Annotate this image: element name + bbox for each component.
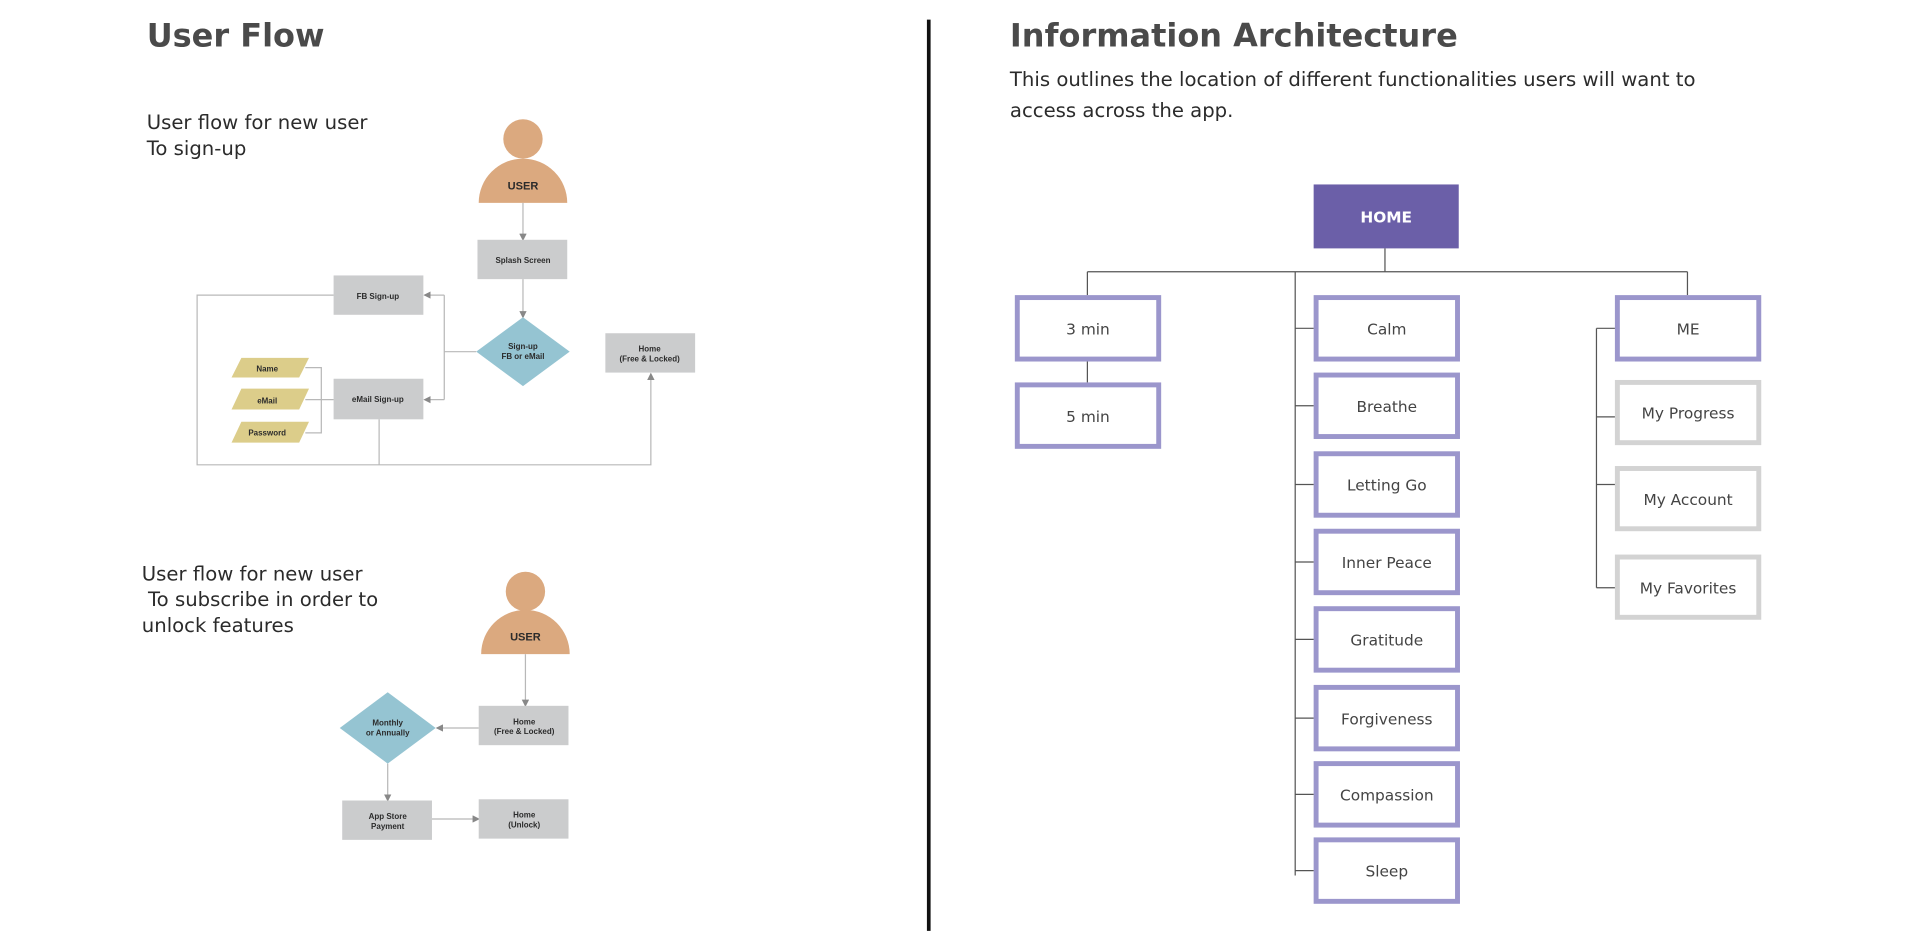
app-store-payment-box (342, 800, 432, 840)
password-input-shape (231, 421, 310, 443)
flow2-caption-2: To subscribe in order to (142, 588, 378, 611)
signup-decision-diamond (476, 317, 570, 387)
fb-signup-box (333, 275, 424, 315)
name-label: Name (256, 364, 278, 373)
middle-7-node (1313, 837, 1460, 904)
home-free-box (605, 333, 696, 373)
fb-signup-label: FB Sign-up (357, 292, 400, 301)
middle-1-node (1313, 372, 1460, 439)
home-label-2: (Free & Locked) (619, 355, 680, 364)
flow1-caption-1: User flow for new user (147, 111, 369, 134)
user-icon (478, 119, 568, 203)
middle-6-label: Compassion (1340, 787, 1434, 805)
me-item-1-label: My Account (1643, 491, 1732, 509)
payment-label-1: App Store (369, 812, 408, 821)
subscribe-flow: User flow for new user To subscribe in o… (142, 562, 570, 840)
middle-5-node (1313, 684, 1460, 752)
middle-4-node (1313, 606, 1460, 673)
me-item-2-node (1614, 554, 1762, 620)
payment-label-2: Payment (371, 822, 405, 831)
middle-3-label: Inner Peace (1342, 554, 1432, 572)
email-input-shape (231, 388, 310, 410)
user-flow-title: User Flow (147, 17, 325, 55)
splash-screen-box (477, 239, 568, 280)
user-icon (481, 571, 570, 655)
decision-label-1: Sign-up (508, 342, 538, 351)
user-label: USER (508, 180, 539, 192)
home-label-1: Home (513, 717, 536, 726)
decision-label-1: Monthly (372, 718, 403, 727)
ia-description-2: access across the app. (1010, 99, 1233, 122)
ia-title: Information Architecture (1010, 17, 1458, 55)
left-1-node (1014, 382, 1162, 449)
left-0-label: 3 min (1066, 320, 1110, 338)
name-input-shape (231, 357, 310, 378)
home-node (1313, 184, 1459, 249)
decision-label-2: or Annually (366, 728, 410, 737)
middle-1-label: Breathe (1357, 398, 1418, 416)
flow1-caption-2: To sign-up (146, 137, 247, 160)
middle-5-label: Forgiveness (1341, 710, 1432, 728)
me-item-0-label: My Progress (1642, 405, 1735, 423)
me-item-2-label: My Favorites (1640, 579, 1737, 597)
signup-flow: User flow for new user To sign-up USER S… (146, 111, 696, 466)
email-signup-box (333, 378, 424, 420)
home-unlock-box (478, 799, 569, 839)
me-item-0-node (1614, 379, 1762, 446)
password-label: Password (248, 428, 286, 437)
input-fields: Name eMail Password (231, 357, 334, 443)
home-node-label: HOME (1360, 209, 1412, 227)
plan-decision-diamond (339, 692, 436, 764)
middle-2-node (1313, 451, 1460, 518)
middle-0-node (1313, 295, 1460, 362)
email-signup-label: eMail Sign-up (352, 395, 404, 404)
flow2-caption-3: unlock features (142, 614, 294, 637)
left-1-label: 5 min (1066, 408, 1110, 426)
email-label: eMail (257, 396, 277, 405)
middle-6-node (1313, 761, 1460, 828)
me-label: ME (1677, 320, 1700, 338)
ia-description-1: This outlines the location of different … (1009, 68, 1696, 91)
middle-0-label: Calm (1367, 320, 1406, 338)
middle-4-label: Gratitude (1350, 632, 1423, 650)
home-label-2: (Free & Locked) (494, 727, 555, 736)
left-0-node (1014, 295, 1162, 362)
user-label: USER (510, 632, 541, 644)
me-node (1614, 295, 1762, 362)
flow2-caption-1: User flow for new user (142, 562, 364, 585)
home-label-1: Home (639, 345, 662, 354)
me-item-1-node (1614, 466, 1762, 532)
middle-7-label: Sleep (1365, 863, 1408, 881)
home-unlock-label-1: Home (513, 811, 536, 820)
home-unlock-label-2: (Unlock) (508, 821, 540, 830)
decision-label-2: FB or eMail (501, 352, 544, 361)
middle-2-label: Letting Go (1347, 477, 1427, 495)
splash-label: Splash Screen (495, 256, 550, 265)
home-free-box (478, 705, 569, 746)
middle-3-node (1313, 528, 1460, 596)
